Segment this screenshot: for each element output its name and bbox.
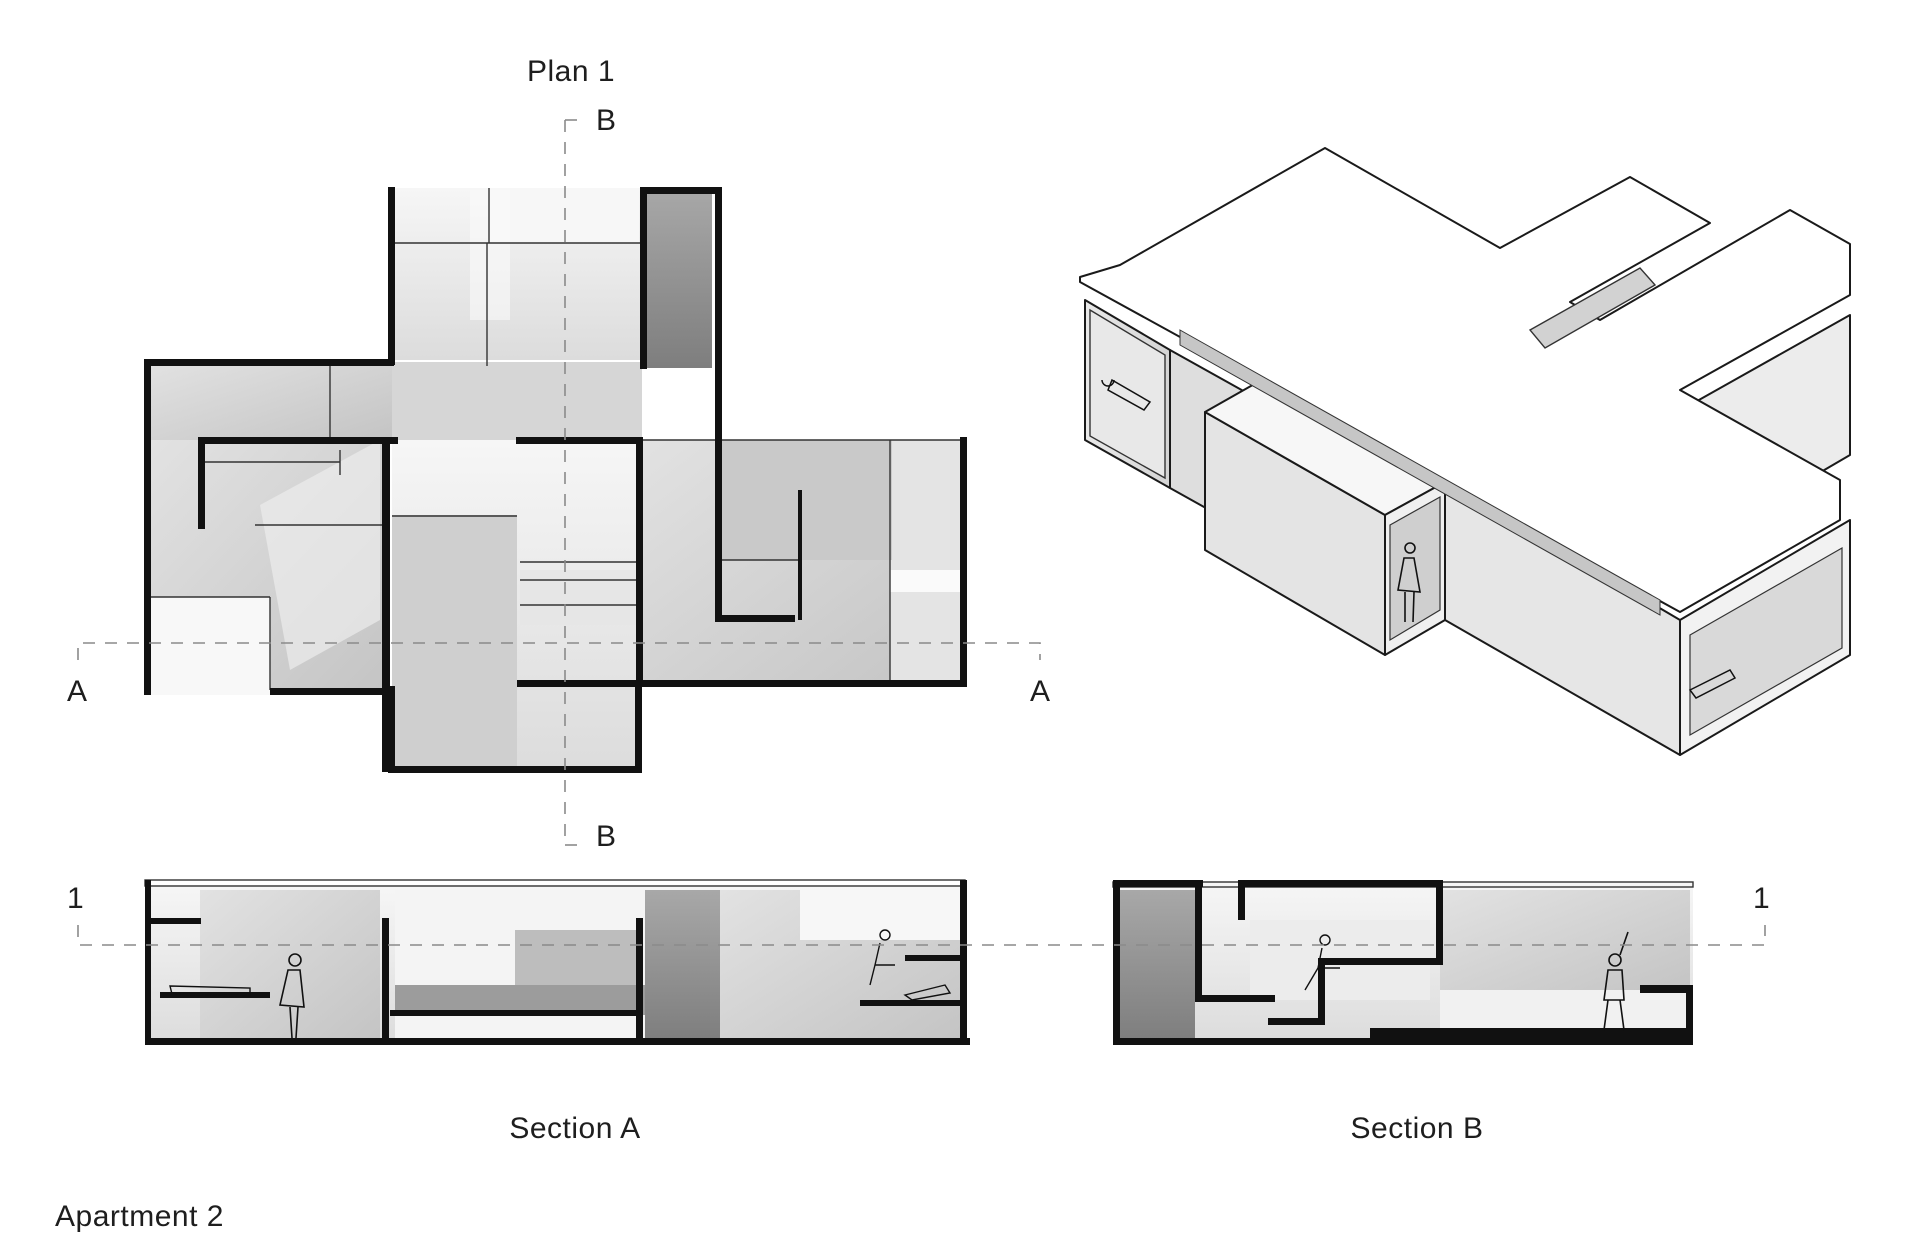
section-b-walls xyxy=(1113,880,1693,1045)
cut-label-a-right: A xyxy=(1030,675,1051,708)
cut-label-b-top: B xyxy=(596,104,617,137)
cut-label-b-bottom: B xyxy=(596,820,617,853)
level-label-left: 1 xyxy=(67,882,85,915)
plan-walls xyxy=(144,187,967,773)
plan-title: Plan 1 xyxy=(526,55,616,88)
figure-reclining-section-a xyxy=(903,984,952,1001)
figure-lying-section-a xyxy=(169,985,251,997)
axonometric-view xyxy=(1079,147,1851,756)
plan-interior-lines xyxy=(150,188,965,690)
plan-floor xyxy=(150,188,965,770)
figure-sitting-section-b xyxy=(1304,934,1340,991)
level-label-right: 1 xyxy=(1753,882,1771,915)
figure-lying-axo-right xyxy=(1688,669,1737,699)
figure-sitting-section-a xyxy=(869,929,895,986)
figure-standing-axo xyxy=(1397,542,1421,623)
cut-label-a-left: A xyxy=(67,675,88,708)
figure-lying-axo-left xyxy=(1101,378,1152,411)
section-b xyxy=(1112,880,1694,1045)
plan-1 xyxy=(77,119,1041,846)
figure-reaching-section-b xyxy=(1603,931,1629,1031)
section-a xyxy=(144,879,970,1045)
section-b-title: Section B xyxy=(1350,1112,1484,1145)
level-cut-line xyxy=(77,925,1766,946)
figure-standing-section-a xyxy=(279,953,305,1039)
apartment-title: Apartment 2 xyxy=(55,1200,224,1233)
section-a-title: Section A xyxy=(509,1112,641,1145)
plan-cut-lines xyxy=(77,119,1041,846)
